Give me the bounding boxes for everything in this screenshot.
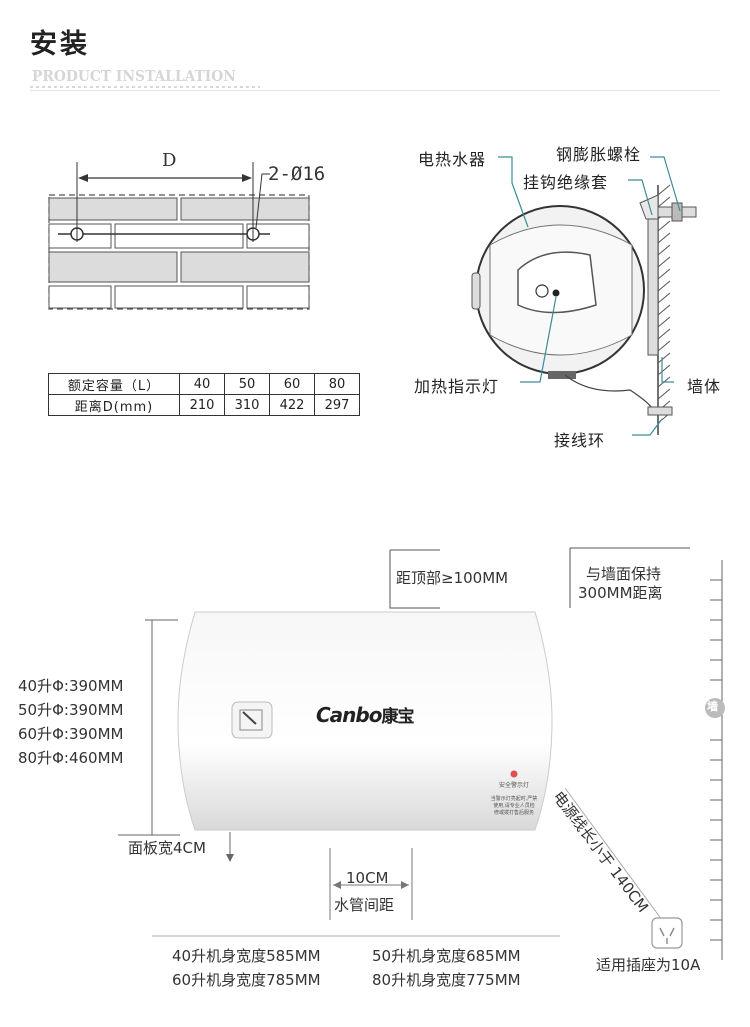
table-cell: 50 [224,373,270,395]
warning-light [510,770,518,778]
diameter-50: 50升Φ:390MM [18,701,124,719]
wall-gap-label-2: 300MM距离 [578,584,663,602]
brick-wall [48,197,310,309]
width-40: 40升机身宽度585MM [172,947,321,965]
warning-title: 安全警示灯 [498,782,529,789]
spec-table: 额定容量（L） 40 50 60 80 距离D(mm) 210 310 422 … [48,373,360,416]
mounting-hole-diagram [48,162,310,310]
subtitle-dots [30,86,260,88]
heating-indicator-light [552,289,560,297]
table-cell: 80 [314,373,360,395]
table-row: 额定容量（L） 40 50 60 80 [48,373,360,395]
wall-gap-label-1: 与墙面保持 [586,565,662,583]
table-header-distance: 距离D(mm) [48,394,180,416]
table-cell: 40 [179,373,225,395]
width-50: 50升机身宽度685MM [372,947,521,965]
brand-name-cn: 康宝 [381,707,414,727]
label-heating-indicator: 加热指示灯 [414,377,500,396]
table-cell: 422 [269,394,315,416]
front-view-diagram [118,547,725,960]
table-row: 距离D(mm) 210 310 422 297 [48,394,360,416]
table-cell: 297 [314,394,360,416]
diameter-60: 60升Φ:390MM [18,725,124,743]
thermostat-knob [535,284,549,298]
warning-line: 修或拨打售后服务 [493,810,534,816]
subtitle-divider [30,90,720,91]
tank-front [177,611,553,831]
mount-bracket [647,204,659,356]
pipe-spacing-label: 水管间距 [334,896,395,914]
socket-icon [651,917,683,949]
page-title: 安装 [30,29,90,60]
cord-line [564,787,663,921]
width-80: 80升机身宽度775MM [372,971,521,989]
label-heater: 电热水器 [418,150,487,169]
top-clearance-bracket [389,550,440,609]
dimension-d-label: D [162,150,177,171]
panel-width-label: 面板宽4CM [128,839,206,857]
bolt-leader [255,173,270,229]
power-cord [564,374,655,412]
pipe-spacing-value: 10CM [346,869,389,887]
side-view-diagram [471,156,697,436]
width-60: 60升机身宽度785MM [172,971,321,989]
wall-badge: 墙 [707,700,718,713]
table-cell: 60 [269,373,315,395]
socket-label: 适用插座为10A [596,956,701,974]
warning-line: 使用,请专业人员检 [493,803,535,809]
wall-badge-circle [705,698,725,718]
label-expansion-bolt: 钢膨胀螺栓 [556,145,642,164]
brand-name: Canbo [316,703,382,727]
label-hook-sleeve: 挂钩绝缘套 [523,173,609,192]
wall-hatch [657,184,671,435]
wiring-ring [647,406,673,416]
table-header-capacity: 额定容量（L） [48,373,180,395]
bolt-size-label: 2-Ø16 [268,163,326,185]
warning-line: 当警示灯亮起时,严禁 [490,796,538,802]
page-subtitle: PRODUCT INSTALLATION [32,67,236,85]
table-cell: 210 [179,394,225,416]
table-cell: 310 [224,394,270,416]
wall-ticks [710,560,723,960]
top-clearance-label: 距顶部≥100MM [396,569,509,587]
label-wall: 墙体 [687,377,722,396]
diameter-40: 40升Φ:390MM [18,677,124,695]
control-panel [517,251,597,314]
label-wiring-ring: 接线环 [554,431,606,450]
brand-logo: Canbo康宝 [316,702,414,727]
diameter-80: 80升Φ:460MM [18,749,124,767]
